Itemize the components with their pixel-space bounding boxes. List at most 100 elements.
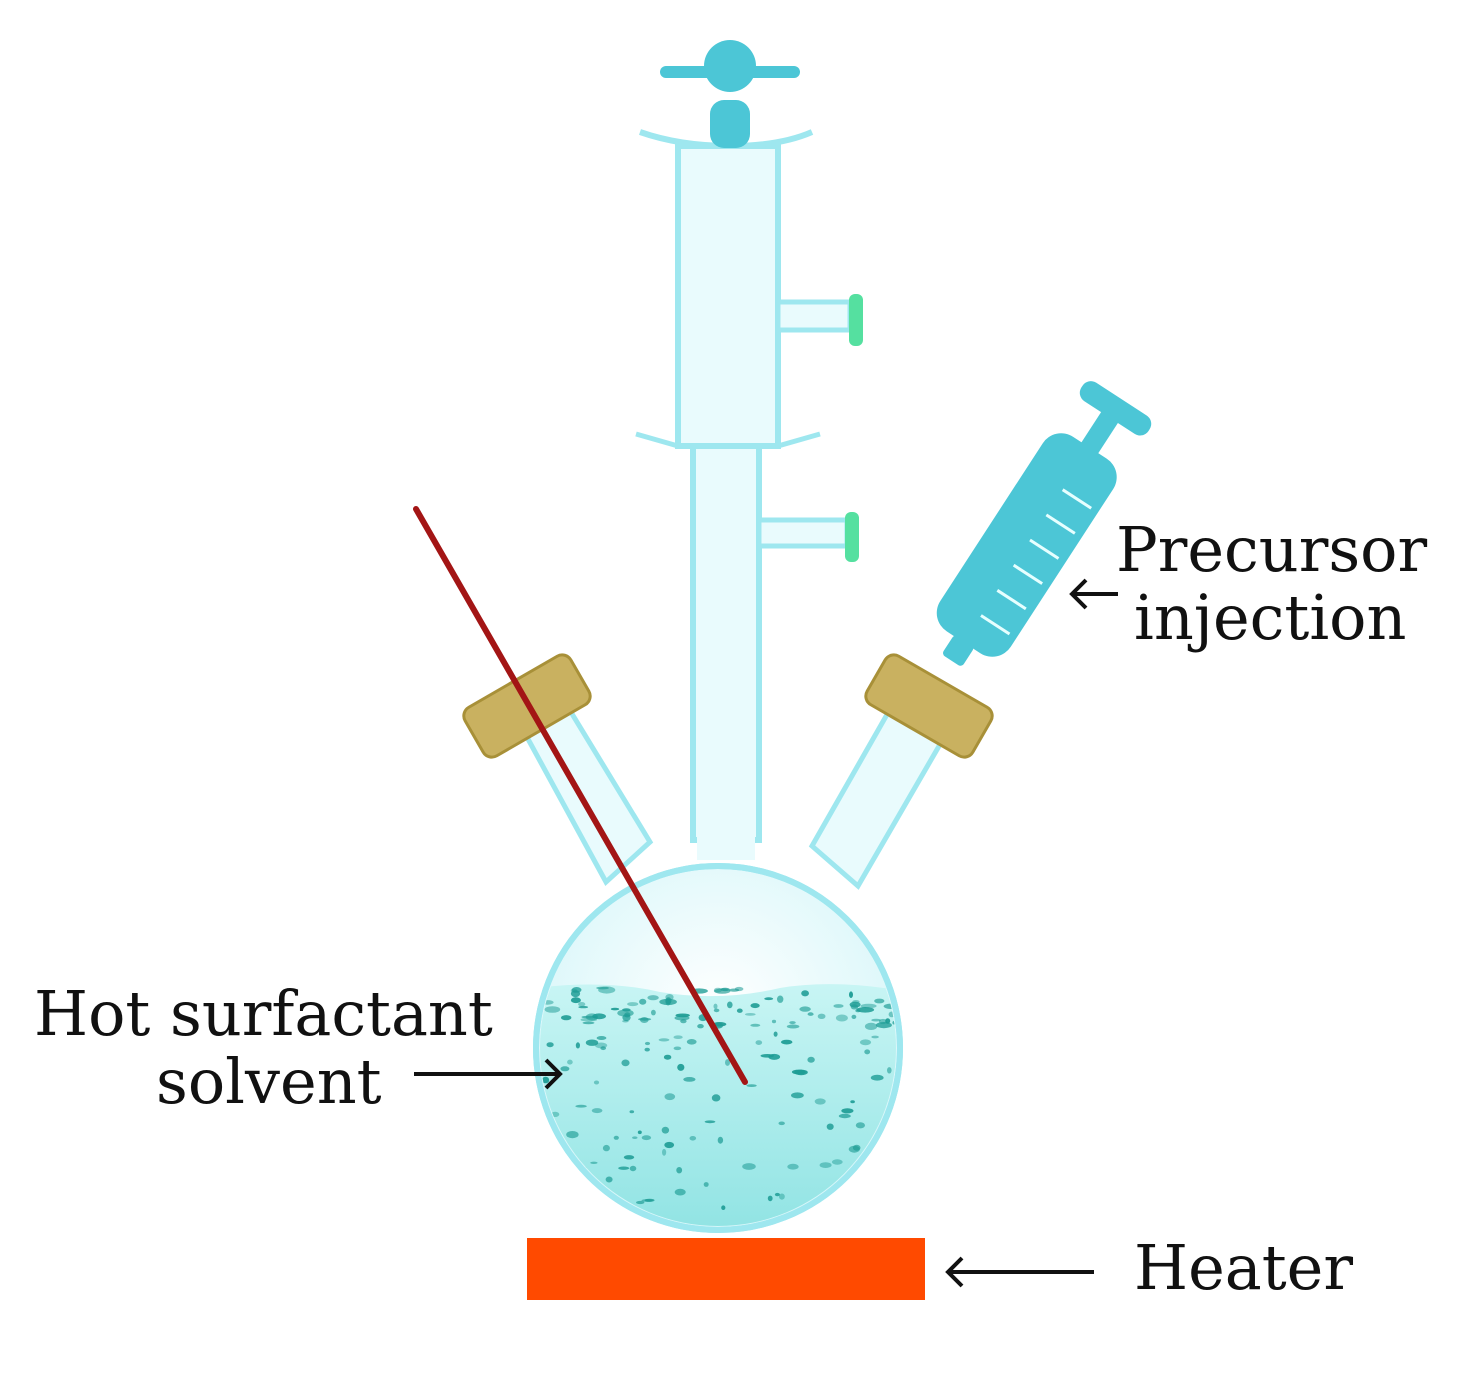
thermometer (413, 506, 748, 1085)
label-solvent-line2: solvent (156, 1045, 382, 1119)
bubble (864, 1049, 871, 1055)
bubble (736, 1008, 743, 1013)
bubble (659, 998, 677, 1006)
bubble (703, 1182, 709, 1187)
bubble (613, 1135, 619, 1140)
bubble (627, 1002, 639, 1007)
bubble (674, 1188, 686, 1196)
bubble (664, 1093, 676, 1101)
bubble (721, 1205, 726, 1210)
bubble (596, 1036, 607, 1040)
label-precursor-injection: Precursor injection (1116, 515, 1427, 655)
bubble (771, 1019, 777, 1024)
bubble (791, 1069, 806, 1075)
bubble (680, 1019, 687, 1024)
bubble (728, 988, 740, 992)
bubble (778, 1121, 785, 1126)
label-precursor-line2: injection (1134, 581, 1407, 655)
bubble (727, 1001, 733, 1009)
heater-plate (527, 1238, 925, 1300)
bubble (593, 1080, 600, 1085)
bubble (720, 987, 730, 992)
bubble (629, 1165, 637, 1172)
bubble (605, 1176, 613, 1183)
bubble (807, 1056, 815, 1063)
bubble (851, 1014, 857, 1020)
bubble (781, 1039, 793, 1045)
label-solvent-line1: Hot surfactant (34, 977, 493, 1050)
bubble (673, 1035, 683, 1039)
bubble (641, 1199, 653, 1202)
bubble (874, 998, 885, 1004)
upper-outlet-valve (849, 294, 863, 346)
bubble (838, 1113, 851, 1119)
bubble (817, 1013, 826, 1019)
bubble (744, 1013, 756, 1016)
bubble (641, 1135, 652, 1141)
bubble (760, 1054, 775, 1058)
bubble (704, 1120, 716, 1124)
bubble (779, 1193, 785, 1200)
bubble (852, 1000, 860, 1004)
bubble (644, 1041, 651, 1046)
arrow-heater (945, 1256, 1094, 1288)
liquid-surface (540, 984, 896, 1226)
bubble (677, 1063, 685, 1071)
bubble (567, 1059, 573, 1065)
bubble (602, 1144, 610, 1152)
bubble (717, 1136, 724, 1144)
bubble (871, 1018, 881, 1022)
bubble (639, 998, 647, 1005)
bubble (600, 1046, 606, 1051)
bubble (818, 1205, 824, 1211)
bubble (814, 1098, 826, 1105)
bubble (585, 1013, 599, 1021)
bubble (566, 1131, 579, 1139)
bubble (774, 1192, 780, 1197)
bubble (636, 1200, 645, 1205)
bubble (570, 997, 581, 1004)
bubble (689, 1136, 697, 1141)
arrow-solvent (414, 1058, 563, 1090)
bubble (578, 1002, 586, 1007)
bubble (674, 1015, 690, 1021)
bubble (855, 1122, 866, 1129)
bubble (764, 997, 774, 1001)
bubble (683, 1077, 696, 1082)
bubble (546, 1042, 554, 1048)
bubble (560, 1066, 570, 1072)
bubble (561, 1015, 572, 1021)
bubble (637, 1130, 642, 1135)
bubble (676, 1167, 683, 1174)
bubble (661, 1126, 670, 1134)
bubble (849, 1001, 861, 1008)
arrow-precursor (1069, 578, 1118, 610)
label-hot-surfactant-solvent: Hot surfactant solvent (34, 977, 493, 1119)
bubble (767, 1195, 773, 1202)
bubble (658, 1038, 670, 1042)
bubble (664, 1141, 675, 1149)
bubble (610, 1007, 620, 1011)
bubble (542, 1076, 550, 1084)
bubble (662, 1148, 667, 1156)
bubble (876, 1170, 890, 1174)
bubble (819, 1162, 832, 1168)
bubble (849, 991, 853, 998)
bubble (544, 1006, 561, 1013)
bubble (575, 1104, 587, 1108)
bubble (789, 1021, 796, 1025)
bubble (773, 1031, 778, 1037)
bubble (591, 1108, 603, 1114)
bubble (647, 995, 659, 1001)
bubble (596, 986, 609, 990)
bubble (578, 1005, 589, 1009)
bubble (742, 1163, 756, 1170)
bubble (870, 1074, 884, 1081)
bubble (787, 1163, 799, 1170)
bubble (595, 1042, 608, 1049)
bubble (841, 1108, 854, 1114)
bubble (686, 1039, 697, 1045)
bubble (629, 1110, 635, 1114)
